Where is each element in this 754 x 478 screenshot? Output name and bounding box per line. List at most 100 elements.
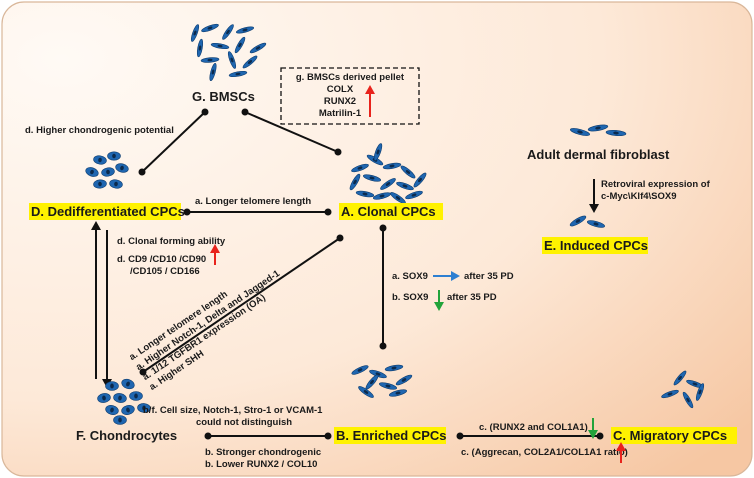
- cell-nucleus: [411, 193, 417, 197]
- cell-nucleus: [405, 170, 411, 174]
- aggrecan-up-arrow-icon: [616, 442, 626, 463]
- pellet-title: g. BMSCs derived pellet: [296, 72, 405, 83]
- cell-nucleus: [235, 72, 241, 76]
- label-stronger: b. Stronger chondrogenic: [205, 447, 321, 458]
- label-lower: b. Lower RUNX2 / COL10: [205, 459, 317, 470]
- cell-nucleus: [120, 165, 124, 171]
- cell-nucleus: [357, 368, 363, 372]
- cell-nucleus: [678, 375, 682, 381]
- cell-nucleus: [255, 46, 261, 50]
- cell-nucleus: [230, 57, 234, 63]
- cell-nucleus: [401, 378, 407, 382]
- cell-nucleus: [575, 219, 581, 223]
- cell-nucleus: [595, 126, 601, 130]
- arrow-up-head: [91, 221, 101, 230]
- line-bmsc-dediff: [141, 111, 206, 173]
- cell-nucleus: [379, 194, 385, 198]
- connector-ends: [91, 108, 604, 440]
- label-markers-2: /CD105 / CD166: [130, 266, 200, 277]
- cell-nucleus: [242, 28, 248, 32]
- cell-nucleus: [114, 181, 118, 187]
- pellet-box: [280, 67, 420, 125]
- label-cell-size-1: b/f. Cell size, Notch-1, Stro-1 or VCAM-…: [143, 405, 323, 416]
- cell-nucleus: [126, 381, 130, 387]
- cell-nucleus: [353, 179, 357, 185]
- cell-nucleus: [110, 383, 114, 389]
- cell-nucleus: [577, 130, 583, 134]
- cell-nucleus: [207, 26, 213, 30]
- node-enriched: B. Enriched CPCs: [336, 428, 447, 443]
- cell-nucleus: [389, 164, 395, 168]
- cell-nucleus: [238, 42, 242, 48]
- cell-nucleus: [211, 69, 215, 75]
- markers-up-arrow-icon: [210, 244, 220, 265]
- cell-nucleus: [102, 395, 106, 401]
- node-clonal: A. Clonal CPCs: [341, 204, 436, 219]
- label-aggrecan: c. (Aggrecan, COL2A1/COL1A1 ratio): [461, 447, 628, 458]
- highlight-dediff: [29, 203, 181, 220]
- node-chondro: F. Chondrocytes: [76, 428, 177, 443]
- cell-nucleus: [357, 166, 363, 170]
- cell-nucleus: [385, 384, 391, 388]
- sox9-green-down-arrow-icon: [434, 290, 444, 311]
- cell-nucleus: [362, 192, 368, 196]
- chondrocyte-cells-icon: [97, 378, 151, 425]
- migratory-cells-icon: [661, 370, 705, 409]
- highlight-clonal: [339, 203, 443, 220]
- cell-nucleus: [126, 407, 130, 413]
- line-chondro-clonal: [142, 237, 341, 373]
- cell-nucleus: [395, 196, 401, 200]
- cell-nucleus: [106, 169, 110, 175]
- dediff-cells-icon: [85, 151, 129, 189]
- cell-nucleus: [134, 393, 138, 399]
- node-dediff: D. Dedifferentiated CPCs: [31, 204, 185, 219]
- retroviral-line2: c-Myc\Klf4\SOX9: [601, 191, 677, 202]
- cell-nucleus: [613, 131, 619, 135]
- cell-nucleus: [193, 30, 197, 36]
- cell-nucleus: [118, 417, 122, 423]
- node-bmsc: G. BMSCs: [192, 89, 255, 104]
- pellet-line-colx: COLX: [327, 84, 354, 95]
- label-sox9-b-after: after 35 PD: [447, 292, 497, 303]
- label-markers-1: d. CD9 /CD10 /CD90: [117, 254, 206, 265]
- cell-nucleus: [118, 395, 122, 401]
- pellet-line-matrilin: Matrilin-1: [319, 108, 362, 119]
- cell-nucleus: [686, 397, 690, 403]
- cell-nucleus: [112, 153, 116, 159]
- cell-nucleus: [376, 149, 380, 155]
- cell-nucleus: [370, 379, 374, 385]
- label-clonal-forming: d. Clonal forming ability: [117, 236, 226, 247]
- cell-nucleus: [247, 60, 253, 64]
- cell-nucleus: [90, 169, 94, 175]
- label-telomere: a. Longer telomere length: [195, 196, 311, 207]
- cell-nucleus: [198, 45, 202, 51]
- node-migratory: C. Migratory CPCs: [613, 428, 727, 443]
- cell-nucleus: [98, 181, 102, 187]
- cell-nucleus: [385, 182, 391, 186]
- cell-nucleus: [142, 405, 146, 411]
- connectors: [95, 111, 600, 437]
- cell-nucleus: [667, 392, 673, 396]
- cell-nucleus: [391, 366, 397, 370]
- retroviral-line1: Retroviral expression of: [601, 179, 711, 190]
- cell-nucleus: [207, 58, 213, 62]
- bmsc-cells-icon: [190, 23, 267, 82]
- highlight-enriched: [334, 427, 446, 444]
- enriched-cells-icon: [351, 364, 413, 398]
- cell-nucleus: [110, 407, 114, 413]
- cell-nucleus: [402, 184, 408, 188]
- label-runx2-col: c. (RUNX2 and COL1A1): [479, 422, 588, 433]
- label-cell-size-2: could not distinguish: [196, 417, 292, 428]
- node-fibroblast: Adult dermal fibroblast: [527, 147, 670, 162]
- label-sox9-a-after: after 35 PD: [464, 271, 514, 282]
- fibroblast-cells-icon: [570, 124, 627, 137]
- label-sox9-a: a. SOX9: [392, 271, 428, 282]
- runx2-green-down-arrow-icon: [588, 418, 598, 439]
- cell-nucleus: [395, 391, 401, 395]
- clonal-cells-icon: [349, 143, 427, 204]
- cell-nucleus: [369, 176, 375, 180]
- cell-nucleus: [217, 44, 223, 48]
